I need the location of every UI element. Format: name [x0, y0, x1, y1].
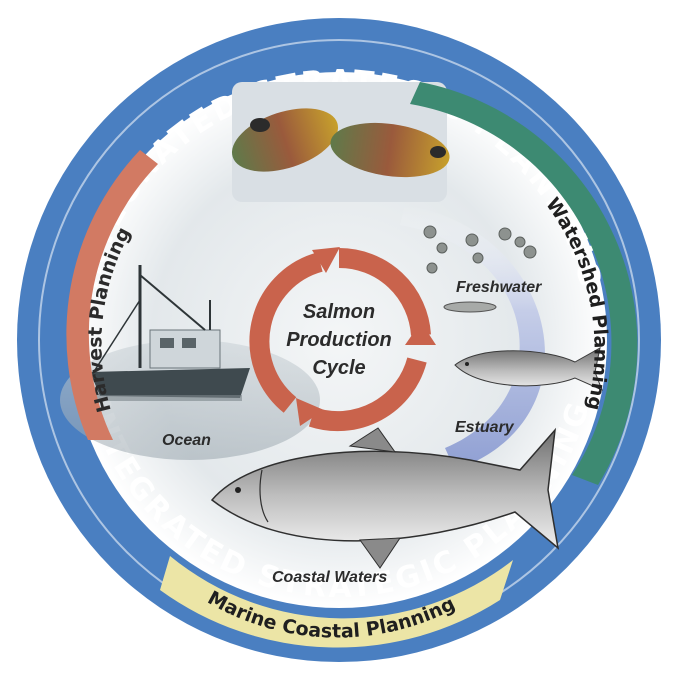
marine-coastal-planning-arc: [160, 556, 513, 648]
migration-path: [400, 205, 546, 470]
salmon-eggs-image: [423, 225, 537, 274]
center-label-line3: Cycle: [312, 357, 365, 379]
harvest-planning-arc: [66, 150, 158, 440]
ocean-label: Ocean: [162, 432, 211, 449]
salmon-fry-image: [443, 301, 497, 313]
watershed-planning-arc: [410, 82, 638, 485]
production-cycle-ring: [249, 247, 436, 432]
center-label-line2: Production: [286, 329, 392, 351]
center-label-line1: Salmon: [303, 301, 375, 323]
adult-salmon-image: [210, 427, 560, 569]
fishing-boat-image: [90, 265, 250, 401]
freshwater-label: Freshwater: [456, 279, 542, 296]
coastal-waters-label: Coastal Waters: [272, 569, 387, 586]
salmon-smolt-image: [454, 347, 603, 391]
spawning-salmon-image: [231, 82, 450, 202]
estuary-label: Estuary: [455, 419, 515, 436]
